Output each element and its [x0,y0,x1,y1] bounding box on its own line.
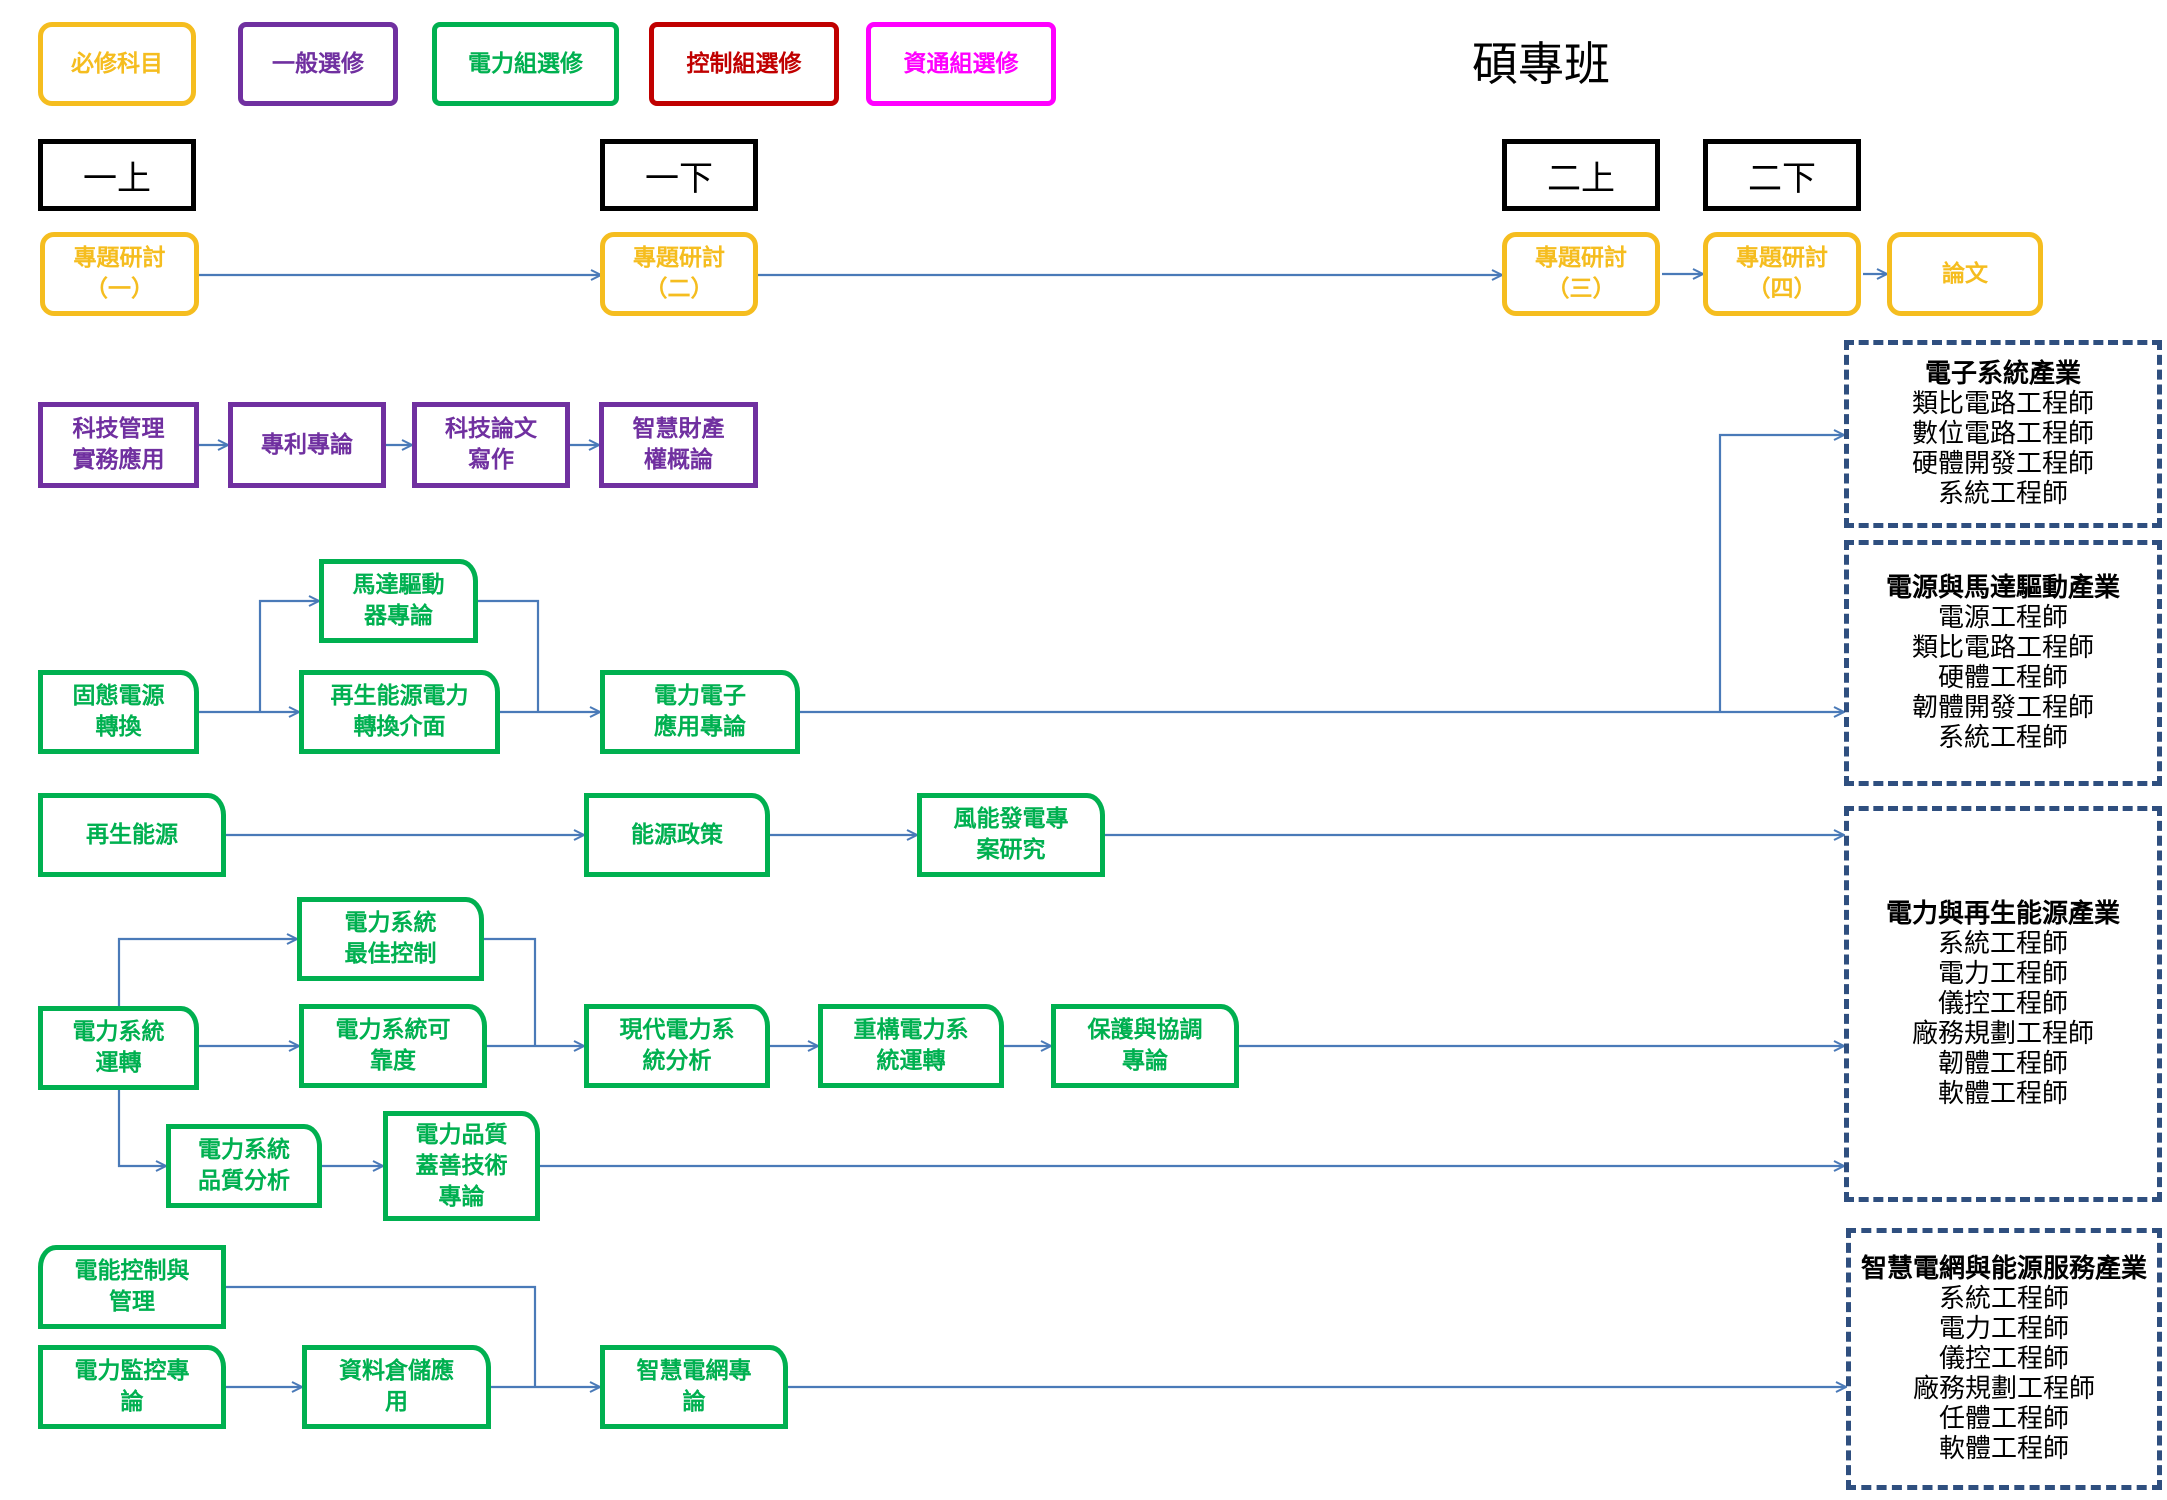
arrow-psopt-modern [484,937,537,1046]
course-ps-operation: 電力系統 運轉 [38,1006,199,1090]
career-role: 儀控工程師 [1938,1344,2069,1374]
career-role: 電力工程師 [1937,959,2068,989]
course-intellectual-property: 智慧財產 權概論 [599,402,758,488]
course-power-quality-improvement: 電力品質 蓋善技術 專論 [383,1111,540,1221]
career-role: 系統工程師 [1937,723,2068,753]
career-role: 廠務規劃工程師 [1911,1019,2094,1049]
career-smart-grid-energy: 智慧電網與能源服務產業 系統工程師 電力工程師 儀控工程師 廠務規劃工程師 任體… [1846,1228,2162,1490]
legend-required: 必修科目 [38,22,196,106]
course-power-quality-analysis: 電力系統 品質分析 [166,1124,322,1208]
legend-control: 控制組選修 [649,22,839,106]
course-smart-grid: 智慧電網專 論 [600,1345,788,1429]
course-modern-ps-analysis: 現代電力系 統分析 [584,1004,770,1088]
legend-general: 一般選修 [238,22,398,106]
career-head: 電源與馬達驅動產業 [1885,573,2120,603]
course-ps-reliability: 電力系統可 靠度 [299,1004,487,1088]
career-role: 廠務規劃工程師 [1912,1374,2095,1404]
course-seminar-2: 專題研討 （二） [600,232,758,316]
career-role: 硬體工程師 [1937,663,2068,693]
course-patent: 專利專論 [228,402,386,488]
arrow-psop-psopt [117,939,297,1012]
career-role: 韌體工程師 [1937,1049,2068,1079]
course-energy-policy: 能源政策 [584,793,770,877]
course-power-monitoring: 電力監控專 論 [38,1345,226,1429]
course-ps-optimal-control: 電力系統 最佳控制 [297,897,484,981]
course-data-warehouse: 資料倉儲應 用 [302,1345,491,1429]
career-role: 軟體工程師 [1937,1079,2068,1109]
career-role: 硬體開發工程師 [1911,449,2094,479]
career-head: 電力與再生能源產業 [1885,899,2120,929]
semester-year1-second: 一下 [600,139,758,211]
career-role: 類比電路工程師 [1911,633,2094,663]
course-solid-state-power: 固態電源 轉換 [38,670,199,754]
course-thesis: 論文 [1887,232,2043,316]
page-title: 碩專班 [1472,37,1610,91]
career-role: 軟體工程師 [1938,1434,2069,1464]
course-tech-writing: 科技論文 寫作 [412,402,570,488]
semester-year2-second: 二下 [1703,139,1861,211]
course-tech-management: 科技管理 實務應用 [38,402,199,488]
course-wind-power: 風能發電專 案研究 [917,793,1105,877]
semester-year2-first: 二上 [1502,139,1660,211]
career-power-motor-drive: 電源與馬達驅動產業 電源工程師 類比電路工程師 硬體工程師 韌體開發工程師 系統… [1844,540,2162,786]
career-role: 韌體開發工程師 [1911,693,2094,723]
course-energy-control: 電能控制與 管理 [38,1245,226,1329]
career-role: 電力工程師 [1938,1314,2069,1344]
course-restructured-ps: 重構電力系 統運轉 [818,1004,1004,1088]
arrow-pe-career-electronics [1718,435,1844,712]
course-power-electronics-app: 電力電子 應用專論 [600,670,800,754]
arrow-motor-pe [478,599,540,712]
arrow-psop-pq [117,1084,166,1166]
legend-power: 電力組選修 [432,22,619,106]
career-role: 系統工程師 [1937,479,2068,509]
career-role: 系統工程師 [1938,1284,2069,1314]
career-role: 任體工程師 [1938,1404,2069,1434]
course-seminar-4: 專題研討 （四） [1703,232,1861,316]
course-renewable-energy: 再生能源 [38,793,226,877]
career-electronic-systems: 電子系統產業 類比電路工程師 數位電路工程師 硬體開發工程師 系統工程師 [1844,340,2162,528]
arrow-branch-motor [258,601,319,712]
course-renewable-interface: 再生能源電力 轉換介面 [299,670,500,754]
legend-icn: 資通組選修 [866,22,1056,106]
course-motor-drive: 馬達驅動 器專論 [319,559,478,643]
career-power-renewable: 電力與再生能源產業 系統工程師 電力工程師 儀控工程師 廠務規劃工程師 韌體工程… [1844,806,2162,1202]
semester-year1-first: 一上 [38,139,196,211]
career-role: 類比電路工程師 [1911,389,2094,419]
career-head: 智慧電網與能源服務產業 [1860,1254,2147,1284]
course-protection-coordination: 保護與協調 專論 [1051,1004,1239,1088]
arrow-energyctrl-smartgrid [226,1285,537,1387]
career-head: 電子系統產業 [1924,359,2081,389]
career-role: 數位電路工程師 [1911,419,2094,449]
course-seminar-3: 專題研討 （三） [1502,232,1660,316]
career-role: 系統工程師 [1937,929,2068,959]
career-role: 電源工程師 [1937,603,2068,633]
course-seminar-1: 專題研討 （一） [40,232,199,316]
career-role: 儀控工程師 [1937,989,2068,1019]
